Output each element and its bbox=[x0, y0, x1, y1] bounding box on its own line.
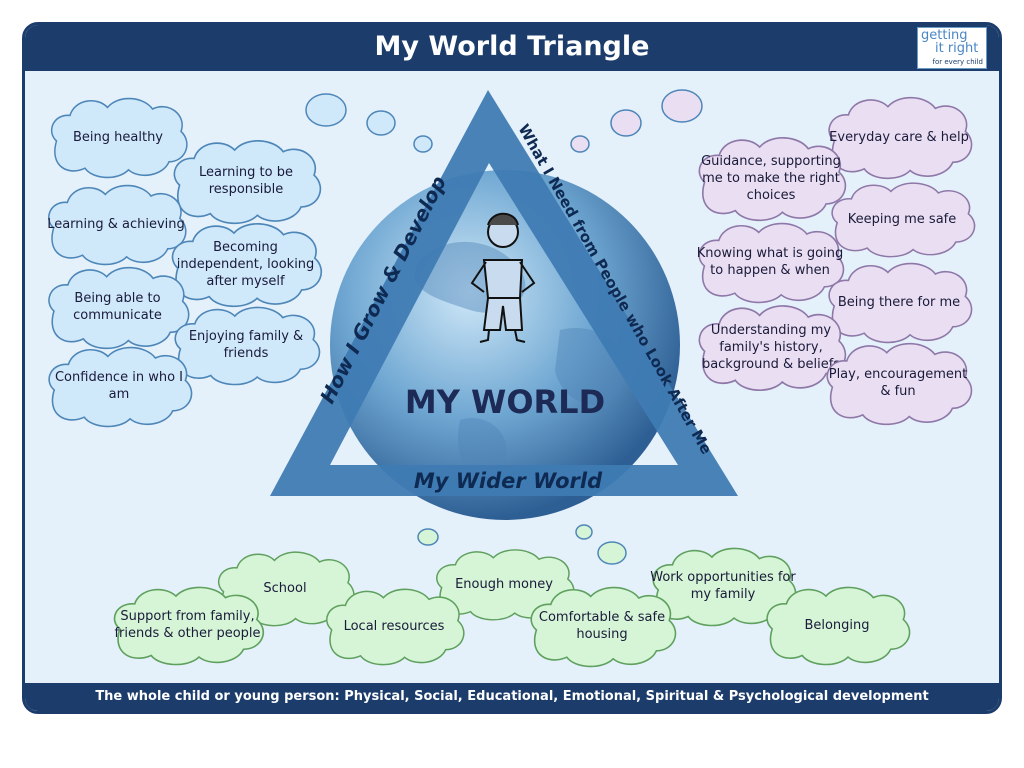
cloud-being-there: Being there for me bbox=[820, 258, 978, 346]
cloud-label: Work opportunities for my family bbox=[650, 570, 796, 602]
cloud-label: Everyday care & help bbox=[829, 129, 969, 145]
triangle-bottom-label: My Wider World bbox=[414, 469, 603, 493]
logo-line-1: getting bbox=[921, 28, 968, 43]
cloud-belonging: Belonging bbox=[758, 582, 916, 668]
getting-it-right-logo: getting it right for every child bbox=[917, 27, 987, 69]
triangle-frame bbox=[270, 90, 738, 496]
cloud-label: Comfortable & safe housing bbox=[538, 610, 666, 642]
logo-line-3: for every child bbox=[932, 58, 983, 66]
cloud-family-history: Understanding my family's history, backg… bbox=[690, 300, 852, 394]
cloud-label: Guidance, supporting me to make the righ… bbox=[701, 153, 841, 203]
cloud-comfortable-housing: Comfortable & safe housing bbox=[522, 582, 682, 670]
cloud-label: Support from family, friends & other peo… bbox=[114, 609, 261, 641]
footer-bar: The whole child or young person: Physica… bbox=[25, 683, 999, 711]
cloud-becoming-independent: Becoming independent, looking after myse… bbox=[163, 218, 328, 310]
cloud-label: Being there for me bbox=[837, 294, 961, 310]
footer-text: The whole child or young person: Physica… bbox=[95, 689, 929, 704]
cloud-label: Becoming independent, looking after myse… bbox=[176, 239, 315, 289]
cloud-label: Enjoying family & friends bbox=[188, 329, 304, 361]
cloud-label: Keeping me safe bbox=[847, 211, 957, 227]
cloud-label: Understanding my family's history, backg… bbox=[701, 322, 841, 372]
cloud-being-able-communicate: Being able to communicate bbox=[40, 262, 195, 352]
cloud-guidance: Guidance, supporting me to make the righ… bbox=[690, 132, 852, 224]
cloud-label: Being able to communicate bbox=[73, 291, 162, 323]
cloud-support-family: Support from family, friends & other peo… bbox=[105, 582, 270, 668]
cloud-play-encouragement: Play, encouragement & fun bbox=[818, 338, 978, 428]
cloud-learning-responsible: Learning to be responsible bbox=[165, 135, 327, 227]
cloud-keeping-safe: Keeping me safe bbox=[823, 178, 981, 260]
cloud-learning-achieving: Learning & achieving bbox=[40, 180, 192, 268]
cloud-label: Knowing what is going to happen & when bbox=[696, 246, 844, 278]
cloud-label: Belonging bbox=[804, 617, 870, 633]
cloud-label: Enough money bbox=[455, 576, 553, 592]
cloud-label: School bbox=[263, 580, 307, 596]
cloud-work-opportunities: Work opportunities for my family bbox=[644, 543, 802, 629]
cloud-label: Being healthy bbox=[73, 129, 163, 145]
my-world-label: MY WORLD bbox=[405, 383, 605, 421]
cloud-label: Learning to be responsible bbox=[198, 165, 293, 197]
cloud-knowing-what-happens: Knowing what is going to happen & when bbox=[690, 218, 850, 306]
cloud-label: Confidence in who I am bbox=[54, 370, 183, 402]
logo-line-2: it right bbox=[935, 41, 979, 56]
thought-bubbles bbox=[305, 89, 703, 565]
cloud-label: Play, encouragement & fun bbox=[828, 367, 968, 399]
cloud-label: Learning & achieving bbox=[47, 216, 185, 232]
cloud-local-resources: Local resources bbox=[318, 584, 470, 668]
cloud-enjoying-family: Enjoying family & friends bbox=[166, 302, 326, 388]
cloud-everyday-care: Everyday care & help bbox=[820, 92, 978, 182]
page-title: My World Triangle bbox=[374, 31, 650, 62]
cloud-enough-money: Enough money bbox=[428, 545, 580, 623]
cloud-being-healthy: Being healthy bbox=[43, 93, 193, 181]
cloud-label: Local resources bbox=[343, 618, 445, 634]
globe-land bbox=[414, 241, 626, 478]
child-figure bbox=[470, 212, 536, 343]
header-bar: My World Triangle getting it right for e… bbox=[25, 25, 999, 71]
cloud-confidence: Confidence in who I am bbox=[40, 342, 198, 430]
